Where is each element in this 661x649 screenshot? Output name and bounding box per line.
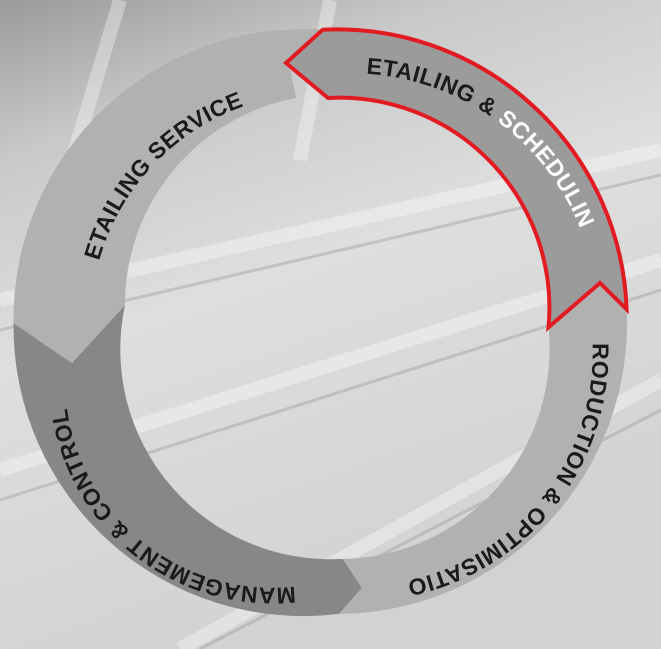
segment-detailing-services <box>13 29 322 363</box>
